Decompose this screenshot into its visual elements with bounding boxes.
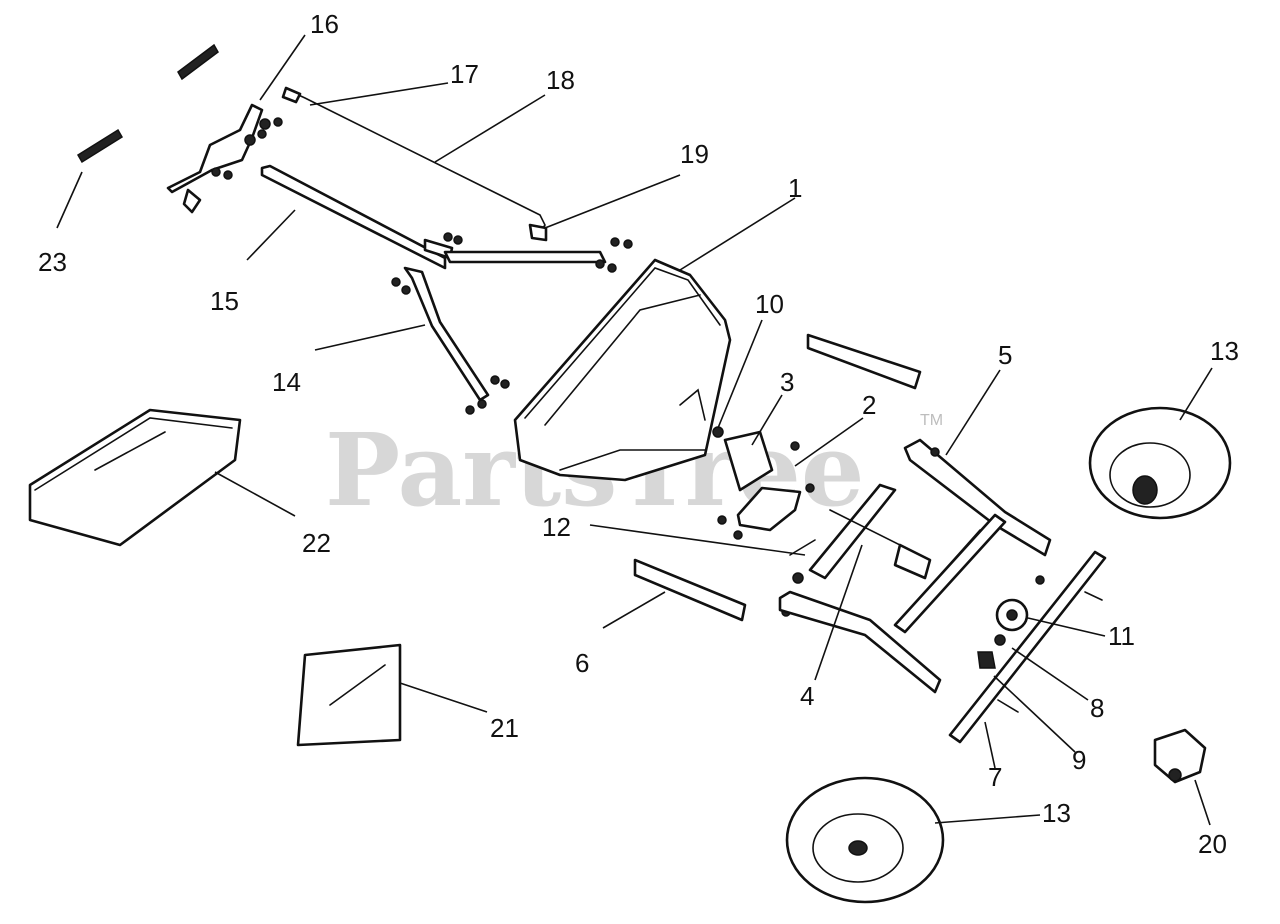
- part-6-deflector-lower[interactable]: [633, 558, 747, 622]
- part-11-gear[interactable]: [995, 598, 1029, 632]
- callout-18[interactable]: 18: [546, 65, 575, 95]
- callout-5[interactable]: 5: [998, 340, 1012, 370]
- callout-19[interactable]: 19: [680, 139, 709, 169]
- callout-14[interactable]: 14: [272, 367, 301, 397]
- callout-16[interactable]: 16: [310, 9, 339, 39]
- callouts: 1 2 3 4 5 6 7 8 9 10 11 12 13 13 14 15 1…: [38, 9, 1239, 859]
- callout-1[interactable]: 1: [788, 173, 802, 203]
- part-16-handle-connector[interactable]: [166, 103, 283, 214]
- callout-11[interactable]: 11: [1108, 621, 1135, 651]
- part-13-wheel-bottom[interactable]: [785, 776, 945, 904]
- part-6-deflector-upper[interactable]: [806, 333, 922, 390]
- callout-13-right[interactable]: 13: [1210, 336, 1239, 366]
- callout-23[interactable]: 23: [38, 247, 67, 277]
- callout-4[interactable]: 4: [800, 681, 814, 711]
- callout-3[interactable]: 3: [780, 367, 794, 397]
- part-15-handle[interactable]: [260, 164, 633, 273]
- callout-6[interactable]: 6: [575, 648, 589, 678]
- part-13-wheel-right[interactable]: [1088, 406, 1232, 520]
- part-5-frame[interactable]: [778, 438, 1052, 694]
- callout-8[interactable]: 8: [1090, 693, 1104, 723]
- leader-lines: [56, 34, 1213, 826]
- callout-9[interactable]: 9: [1072, 745, 1086, 775]
- callout-10[interactable]: 10: [755, 289, 784, 319]
- callout-17[interactable]: 17: [450, 59, 479, 89]
- part-21-manual[interactable]: [296, 643, 402, 747]
- watermark-tm: TM: [920, 412, 943, 429]
- callout-22[interactable]: 22: [302, 528, 331, 558]
- part-23-grips[interactable]: [76, 43, 219, 164]
- part-4-spinner-shaft[interactable]: [781, 483, 932, 617]
- part-9-spring[interactable]: [977, 651, 996, 669]
- part-10-3-2-gate-assembly[interactable]: [712, 426, 815, 540]
- callout-20[interactable]: 20: [1198, 829, 1227, 859]
- callout-12[interactable]: 12: [542, 512, 571, 542]
- callout-21[interactable]: 21: [490, 713, 519, 743]
- part-8-washer[interactable]: [994, 634, 1006, 646]
- callout-13-bottom[interactable]: 13: [1042, 798, 1071, 828]
- part-22-cover[interactable]: [28, 408, 242, 547]
- callout-15[interactable]: 15: [210, 286, 239, 316]
- part-14-brace[interactable]: [391, 266, 510, 415]
- part-20-gearbox[interactable]: [1153, 728, 1207, 784]
- part-17-18-control-rod[interactable]: [281, 86, 548, 242]
- callout-2[interactable]: 2: [862, 390, 876, 420]
- part-7-axle[interactable]: [948, 550, 1107, 744]
- callout-7[interactable]: 7: [988, 762, 1002, 792]
- part-1-hopper[interactable]: [513, 258, 732, 482]
